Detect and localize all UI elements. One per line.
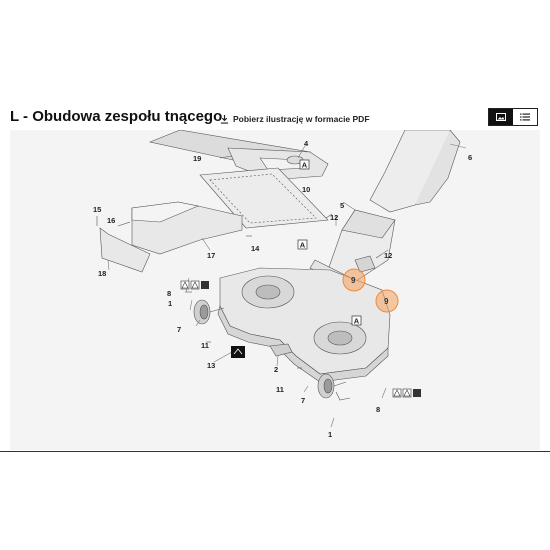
- wheel-lower: [317, 373, 347, 399]
- part-label-12-right[interactable]: 12: [384, 251, 392, 260]
- highlight-callout-9-a[interactable]: [342, 268, 366, 292]
- exploded-parts-diagram: A A A 4 6 19 10 5 12 12 15 16 14 17 18 9…: [10, 129, 540, 450]
- part-label-14[interactable]: 14: [251, 244, 260, 253]
- part-label-1-upper[interactable]: 1: [168, 299, 172, 308]
- part-label-11-lower[interactable]: 11: [276, 385, 284, 394]
- ref-box-a-1: A: [297, 239, 308, 250]
- download-icon: [220, 114, 229, 124]
- list-view-icon: [520, 113, 530, 121]
- ref-box-a-2: A: [351, 315, 362, 326]
- highlight-callout-9-b[interactable]: [375, 289, 399, 313]
- svg-text:A: A: [354, 317, 360, 326]
- page-header: L - Obudowa zespołu tnącego Pobierz ilus…: [10, 104, 540, 130]
- part-label-18[interactable]: 18: [98, 269, 106, 278]
- part-label-9-a[interactable]: 9: [351, 276, 356, 285]
- image-view-icon: [496, 113, 506, 121]
- ref-box-a-3: A: [299, 159, 310, 170]
- image-view-button[interactable]: [489, 109, 513, 125]
- download-pdf-link[interactable]: Pobierz ilustrację w formacie PDF: [220, 114, 370, 124]
- part-18-flap: [99, 227, 151, 273]
- wheel-upper: [193, 299, 225, 325]
- part-10-plate: [199, 167, 329, 229]
- part-label-6[interactable]: 6: [468, 153, 472, 162]
- part-label-9-b[interactable]: 9: [384, 297, 389, 306]
- diagram-svg: A A A 4 6 19 10 5 12 12 15 16 14 17 18 9…: [93, 129, 472, 439]
- part-label-8-upper[interactable]: 8: [167, 289, 171, 298]
- part-label-5[interactable]: 5: [340, 201, 344, 210]
- warning-label-icons-upper: [180, 280, 209, 290]
- part-label-16[interactable]: 16: [107, 216, 115, 225]
- part-label-1-lower[interactable]: 1: [328, 430, 332, 439]
- svg-text:A: A: [302, 161, 308, 170]
- bottom-divider: [0, 451, 550, 452]
- part-label-19[interactable]: 19: [193, 154, 201, 163]
- part-label-7-lower[interactable]: 7: [301, 396, 305, 405]
- svg-text:A: A: [300, 241, 306, 250]
- view-toggle: [488, 108, 538, 126]
- list-view-button[interactable]: [513, 109, 537, 125]
- page-title: L - Obudowa zespołu tnącego: [10, 108, 223, 125]
- part-13-sticker: [231, 346, 245, 358]
- part-label-12-top[interactable]: 12: [330, 213, 338, 222]
- part-label-7-upper[interactable]: 7: [177, 325, 181, 334]
- part-label-13[interactable]: 13: [207, 361, 215, 370]
- part-label-17[interactable]: 17: [207, 251, 215, 260]
- warning-label-icons-lower: [392, 388, 421, 398]
- part-label-15[interactable]: 15: [93, 205, 101, 214]
- part-label-11-upper[interactable]: 11: [201, 341, 209, 350]
- download-pdf-label: Pobierz ilustrację w formacie PDF: [233, 114, 370, 124]
- part-label-8-lower[interactable]: 8: [376, 405, 380, 414]
- part-label-2[interactable]: 2: [274, 365, 278, 374]
- part-label-4[interactable]: 4: [304, 139, 309, 148]
- part-label-10[interactable]: 10: [302, 185, 310, 194]
